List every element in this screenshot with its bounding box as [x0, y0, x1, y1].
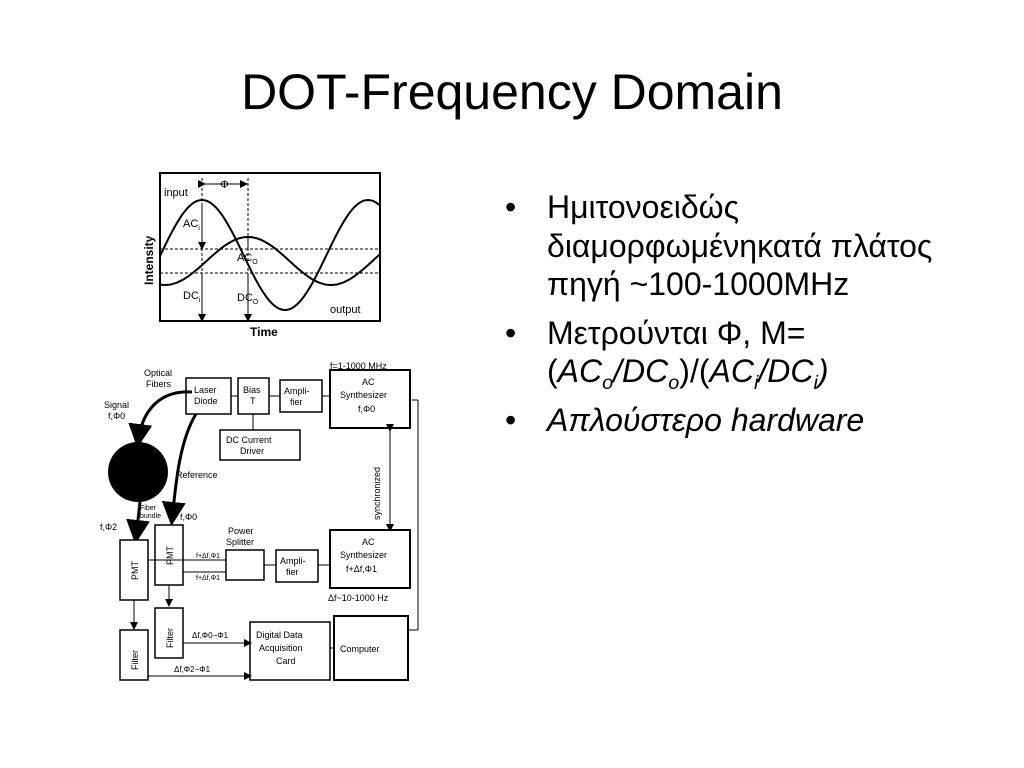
freq-range-top: f=1-1000 MHz — [330, 361, 387, 371]
power-splitter-box — [225, 549, 265, 581]
ac-synthesizer-bottom-box — [329, 529, 411, 589]
filter-right-label: Filter — [165, 628, 175, 648]
ac-o-label: ACO — [237, 252, 258, 266]
sub-i: i — [198, 225, 200, 232]
optical-fibers-label-2: Fibers — [146, 379, 172, 389]
signal-label-2: f,Φ0 — [108, 411, 125, 421]
f-phi0-label: f,Φ0 — [180, 512, 197, 522]
dc-current-driver-box — [219, 429, 301, 461]
dc-current-label-2: Driver — [240, 446, 264, 456]
sub-o: O — [253, 299, 259, 306]
plot-frame — [159, 172, 381, 322]
input-label: input — [164, 187, 188, 199]
signal-label-1: Signal — [104, 400, 129, 410]
tissue-sample — [108, 442, 168, 502]
computer-label: Computer — [340, 644, 380, 654]
f-phi2-label: f,Φ2 — [100, 522, 117, 532]
x-axis-label: Time — [250, 325, 278, 339]
output-label: output — [330, 304, 361, 316]
pmt-left-label: PMT — [130, 561, 140, 581]
daq-label-3: Card — [276, 656, 296, 666]
signal-fiber — [128, 390, 193, 448]
ac-o-term: ACo/DCo — [557, 353, 680, 393]
ac-synth-top-label-2: Synthesizer — [340, 390, 387, 400]
sub-o: O — [252, 259, 258, 266]
laser-diode-label-1: Laser — [194, 385, 217, 395]
dc-text: /DC — [758, 353, 814, 389]
output-wave — [159, 235, 381, 286]
bias-t-label-1: Bias — [243, 385, 261, 395]
pmt-right-label: PMT — [165, 546, 175, 566]
df-range-label: Δf~10-1000 Hz — [328, 593, 389, 603]
amplifier-bottom-label-2: fier — [286, 567, 299, 577]
bullet-item-source: Ημιτονοειδώς διαμορφωμένηκατά πλάτος πηγ… — [505, 188, 975, 304]
paren-text: )/( — [679, 353, 710, 389]
input-wave — [159, 198, 381, 311]
ac-text: AC — [237, 252, 252, 264]
ac-i-label: ACi — [183, 218, 200, 232]
slide-title: DOT-Frequency Domain — [241, 64, 783, 120]
f-df-phi1a-label: f+Δf,Φ1 — [196, 553, 220, 560]
ac-i-term: ACi/DCi — [709, 353, 817, 393]
ac-text: AC — [183, 218, 198, 230]
dot-figure: input Φ ACi DCi ACO DCO output Time Inte… — [100, 172, 419, 681]
dc-i-label: DCi — [183, 290, 201, 304]
reference-label: Reference — [176, 470, 218, 480]
filter-left-box — [119, 629, 149, 681]
ac-synth-top-label-3: f,Φ0 — [358, 404, 375, 414]
power-splitter-label-1: Power — [228, 526, 254, 536]
bullet-text-source: Ημιτονοειδώς διαμορφωμένηκατά πλάτος πηγ… — [547, 189, 933, 302]
bullet-item-hardware: Απλούστερο hardware — [505, 401, 975, 440]
ac-text: AC — [557, 353, 603, 389]
dc-text: /DC — [613, 353, 669, 389]
intensity-plot: input Φ ACi DCi ACO DCO output Time Inte… — [142, 172, 381, 339]
filter-left-label: Filter — [130, 650, 140, 670]
reference-fiber — [161, 413, 198, 526]
filter-right-box — [154, 607, 184, 659]
sub-i: i — [753, 371, 759, 394]
ac-text: AC — [709, 353, 754, 389]
ac-synthesizer-top-box — [329, 369, 411, 429]
daq-label-2: Acquisition — [259, 643, 303, 653]
fiber-bundle-label-2: bundle — [140, 513, 161, 520]
paren-close: ) — [817, 353, 829, 389]
pmt-left-box — [119, 539, 149, 601]
amplifier-top-label-1: Ampli- — [284, 386, 310, 396]
amplifier-top-label-2: fier — [290, 397, 303, 407]
sample-to-pmt — [126, 501, 150, 544]
daq-label-1: Digital Data — [256, 630, 303, 640]
bias-t-label-2: T — [250, 396, 256, 406]
dc-text: DC — [237, 292, 253, 304]
sub-i: i — [199, 297, 201, 304]
instrument-diagram: f=1-1000 MHz Optical Fibers Laser Diode … — [100, 361, 419, 681]
synchronized-label: synchronized — [372, 467, 382, 520]
f-df-phi1b-label: f+Δf,Φ1 — [196, 575, 220, 582]
phi-label: Φ — [220, 179, 229, 191]
dc-text: DC — [183, 290, 199, 302]
daq-card-box — [249, 621, 331, 681]
df-phi2-phi1-label: Δf,Φ2−Φ1 — [174, 665, 211, 674]
ac-synth-bottom-label-3: f+Δf,Φ1 — [346, 564, 377, 574]
sub-o: o — [602, 371, 614, 394]
fiber-bundle-label-1: Fiber — [140, 505, 157, 512]
laser-diode-label-2: Diode — [194, 396, 218, 406]
bullet-item-measured: Μετρούνται Φ, M=(ACo/DCo)/(ACi/DCi) — [505, 314, 975, 393]
y-axis-label: Intensity — [142, 235, 156, 285]
ac-synth-bottom-label-2: Synthesizer — [340, 550, 387, 560]
ac-synth-bottom-label-1: AC — [362, 537, 375, 547]
amplifier-bottom-box — [275, 549, 319, 583]
sub-o: o — [668, 371, 680, 394]
df-phi0-phi1-label: Δf,Φ0−Φ1 — [192, 631, 229, 640]
dc-current-label-1: DC Current — [226, 435, 272, 445]
amplifier-top-box — [279, 379, 323, 413]
ac-synth-top-label-1: AC — [362, 377, 375, 387]
power-splitter-label-2: Splitter — [226, 537, 254, 547]
bullet-text-hardware: Απλούστερο hardware — [547, 401, 865, 438]
amplifier-bottom-label-1: Ampli- — [280, 556, 306, 566]
bullet-text-measured: Μετρούνται Φ, M=( — [547, 314, 806, 390]
sub-i: i — [813, 371, 818, 394]
optical-fibers-label-1: Optical — [144, 368, 172, 378]
bullet-list: Ημιτονοειδώς διαμορφωμένηκατά πλάτος πηγ… — [505, 188, 975, 449]
dc-o-label: DCO — [237, 292, 259, 306]
